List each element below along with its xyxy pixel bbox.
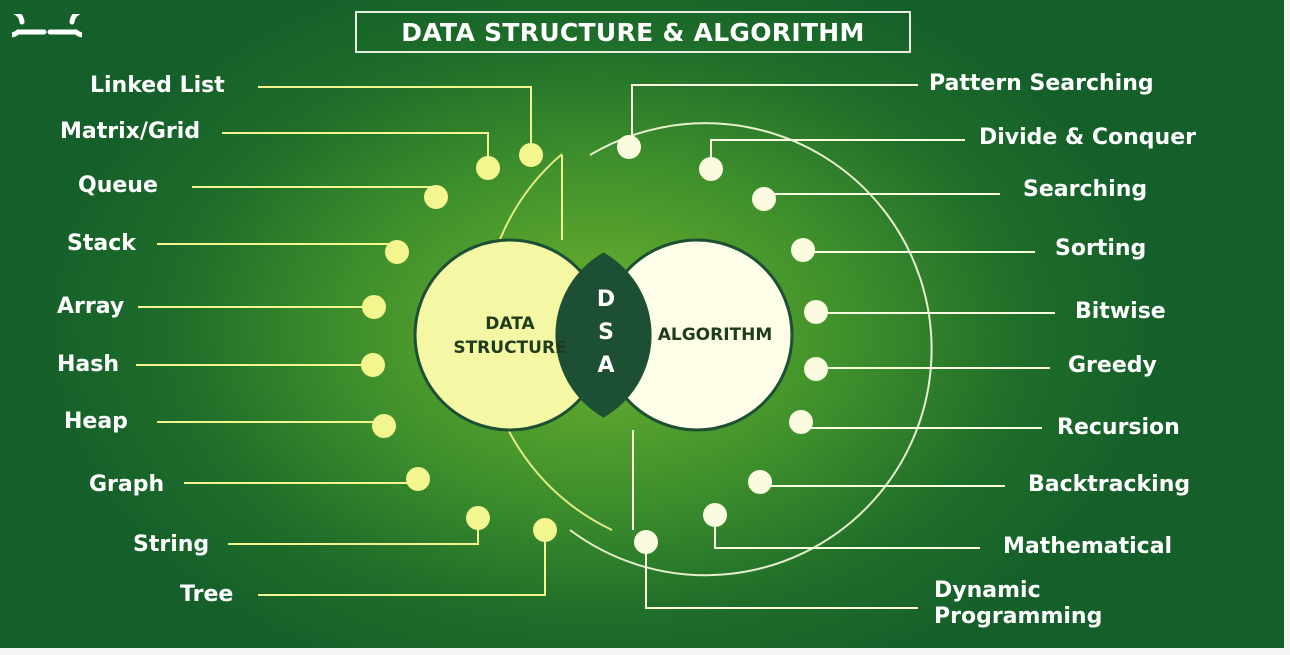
algo-node-backtracking	[748, 470, 772, 494]
ds-node-hash	[361, 353, 385, 377]
algo-label-greedy: Greedy	[1068, 353, 1157, 378]
algo-node-searching	[752, 187, 776, 211]
dsa-letter-s: S	[598, 320, 614, 345]
ds-label-linked-list: Linked List	[90, 73, 225, 98]
ds-label-hash: Hash	[57, 352, 120, 377]
algo-node-dynamic-programming	[634, 530, 658, 554]
algo-label-dynamic-programming-text: Dynamic Programming	[934, 578, 1103, 629]
dsa-overlap	[555, 252, 652, 418]
connector-nodes	[361, 135, 828, 554]
algo-node-bitwise	[804, 300, 828, 324]
algo-label-dynamic-programming: Dynamic Programming	[934, 578, 1134, 630]
algo-label-divide-conquer: Divide & Conquer	[979, 125, 1196, 150]
ds-node-heap	[372, 414, 396, 438]
algo-connector-dynamic-programming	[645, 542, 918, 609]
ds-label-string: String	[133, 532, 210, 557]
ds-label-array: Array	[57, 294, 125, 319]
ds-node-queue	[424, 185, 448, 209]
ds-label-graph: Graph	[89, 472, 165, 497]
ds-node-linked-list	[519, 143, 543, 167]
ds-node-string	[466, 506, 490, 530]
algo-connector-divide-conquer	[710, 139, 965, 169]
ds-node-stack	[385, 240, 409, 264]
ds-node-tree	[533, 518, 557, 542]
ds-label-heap: Heap	[64, 409, 128, 434]
connector-lines	[136, 84, 1055, 609]
ds-node-matrix-grid	[476, 156, 500, 180]
algo-node-greedy	[804, 357, 828, 381]
algo-label-sorting: Sorting	[1055, 236, 1147, 261]
dsa-letter-d: D	[596, 287, 616, 312]
ds-connector-matrix-grid	[222, 132, 489, 168]
ds-node-graph	[406, 467, 430, 491]
ds-connector-linked-list	[258, 86, 532, 155]
ds-label-stack: Stack	[67, 231, 136, 256]
algo-label-recursion: Recursion	[1057, 415, 1180, 440]
algo-node-pattern-searching	[617, 135, 641, 159]
ds-connector-tree	[258, 530, 546, 596]
algo-arc	[569, 122, 933, 577]
algo-label-searching: Searching	[1023, 177, 1148, 202]
venn-left-line1: DATA	[485, 314, 535, 334]
ds-label-queue: Queue	[78, 173, 158, 198]
algo-node-divide-conquer	[699, 157, 723, 181]
ds-label-matrix-grid: Matrix/Grid	[60, 119, 201, 144]
ds-label-tree: Tree	[180, 582, 234, 607]
algo-label-pattern-searching: Pattern Searching	[929, 71, 1154, 96]
algo-connector-pattern-searching	[631, 84, 918, 147]
algo-node-sorting	[791, 238, 815, 262]
algo-connector-mathematical	[714, 515, 980, 549]
algo-node-recursion	[789, 410, 813, 434]
title-text: DATA STRUCTURE & ALGORITHM	[401, 17, 865, 47]
ds-node-array	[362, 295, 386, 319]
algo-node-mathematical	[703, 503, 727, 527]
ds-connector-string	[228, 518, 479, 545]
algo-label-bitwise: Bitwise	[1075, 299, 1166, 324]
venn-left-label: DATA STRUCTURE	[450, 312, 570, 360]
algo-label-mathematical: Mathematical	[1003, 534, 1173, 559]
dsa-letter-a: A	[597, 353, 615, 378]
algo-label-backtracking: Backtracking	[1028, 472, 1191, 497]
venn-right-label: ALGORITHM	[657, 325, 773, 345]
page-title: DATA STRUCTURE & ALGORITHM	[355, 11, 911, 53]
venn-left-line2: STRUCTURE	[453, 338, 567, 358]
